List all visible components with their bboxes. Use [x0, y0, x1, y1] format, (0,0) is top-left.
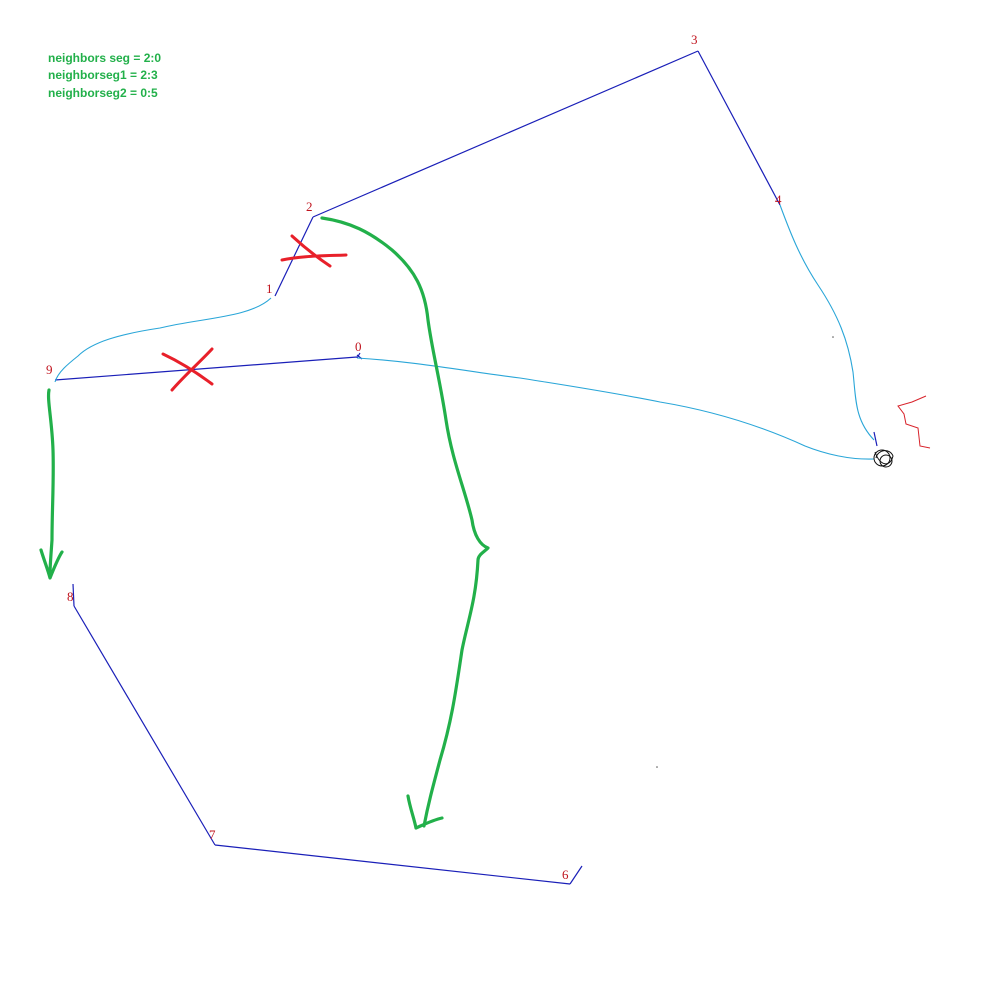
- segment-8-7: [73, 605, 216, 846]
- cross-mark-segment-9-0: [161, 347, 214, 392]
- segment-7-6: [214, 844, 571, 885]
- cross-mark-segment-1-2: [280, 234, 348, 268]
- segment-2-3: [312, 50, 699, 218]
- segment-3-4: [697, 50, 781, 206]
- vertex-label-8: 8: [67, 589, 74, 604]
- note-neighborseg2: neighborseg2 = 0:5: [48, 86, 158, 100]
- red-scribble: [897, 395, 931, 449]
- vertex-label-9: 9: [46, 362, 53, 377]
- vertex-label-2: 2: [306, 199, 313, 214]
- segment-4-5-curve: [779, 204, 875, 441]
- segment-6-tail: [569, 865, 583, 885]
- neighbor-notes: neighbors seg = 2:0 neighborseg1 = 2:3 n…: [48, 51, 161, 100]
- segment-0-5-curve: [356, 357, 875, 460]
- vertex-label-1: 1: [266, 281, 273, 296]
- segment-1-9-curve: [54, 297, 272, 383]
- dark-segments: [54, 50, 878, 885]
- green-arrows: [39, 216, 490, 830]
- segment-1-2: [274, 216, 314, 297]
- vertex-label-7: 7: [209, 827, 216, 842]
- note-neighborseg1: neighborseg1 = 2:3: [48, 68, 158, 82]
- arrow-2-to-6-head: [406, 794, 444, 830]
- segment-4-end-tail: [873, 431, 878, 447]
- arrow-9-to-8-head: [39, 548, 64, 580]
- vertex-label-6: 6: [562, 867, 569, 882]
- vertex-label-4: 4: [775, 192, 782, 207]
- segment-8-tail: [72, 583, 75, 607]
- segment-9-0: [54, 356, 358, 381]
- vertex-label-0: 0: [355, 339, 362, 354]
- arrow-9-to-8: [46, 388, 55, 577]
- cross-marks: [161, 234, 348, 392]
- arrow-2-to-6: [320, 216, 490, 828]
- vertex-labels: 0 1 2 3 4 6 7 8 9: [46, 32, 782, 882]
- note-neighbors-seg: neighbors seg = 2:0: [48, 51, 161, 65]
- light-segments: [54, 204, 875, 460]
- vertex-5-scribble: [873, 449, 894, 468]
- vertex-label-3: 3: [691, 32, 698, 47]
- stray-dots: [656, 336, 834, 768]
